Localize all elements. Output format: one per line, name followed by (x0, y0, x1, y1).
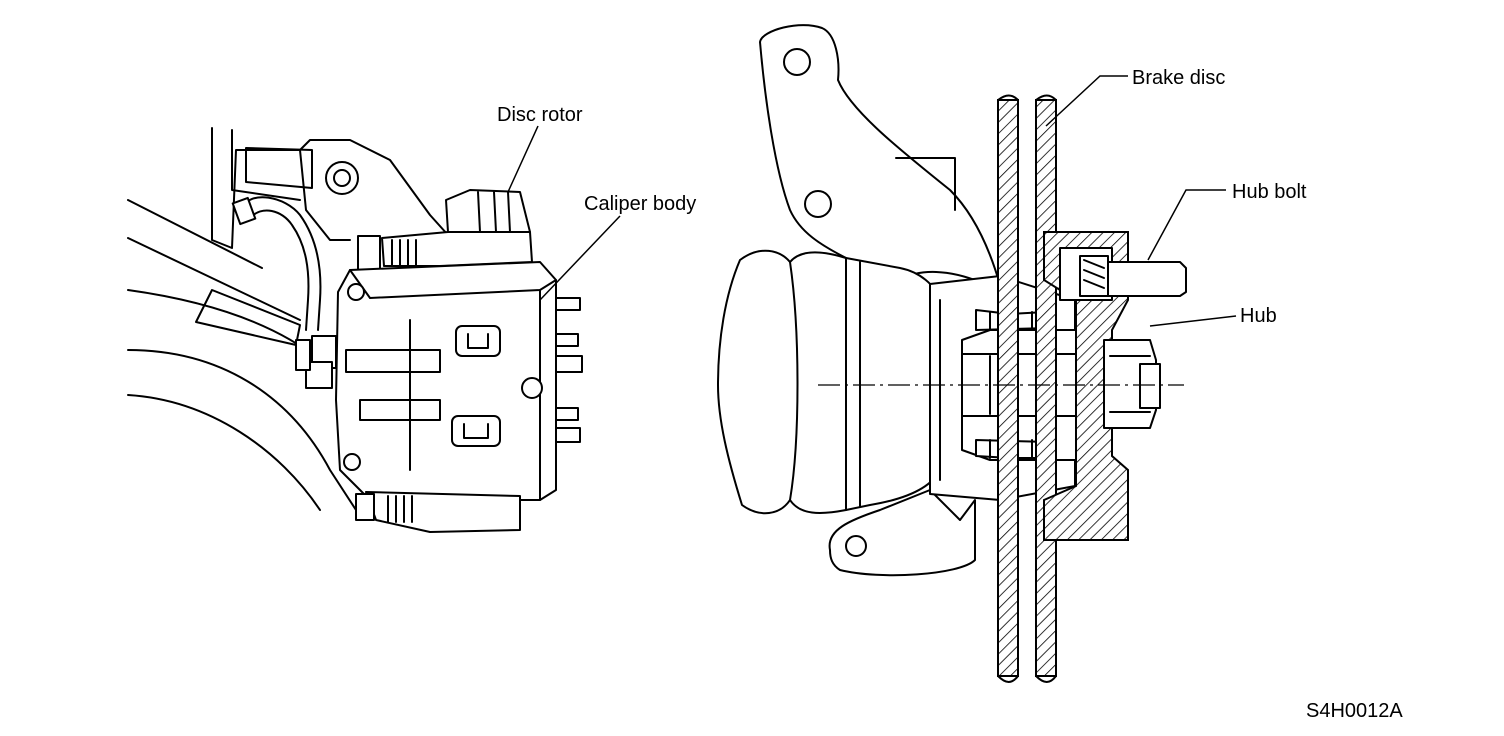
caliper-assembly-drawing (127, 127, 583, 533)
label-hub-bolt: Hub bolt (1232, 181, 1307, 203)
label-hub: Hub (1240, 305, 1277, 327)
label-disc-rotor: Disc rotor (497, 104, 583, 126)
label-brake-disc: Brake disc (1132, 67, 1225, 89)
leader-lines (507, 75, 1237, 327)
figure-code: S4H0012A (1306, 700, 1403, 722)
hub-section-drawing (717, 24, 1187, 683)
caliper-stud-group (555, 297, 583, 443)
label-caliper-body: Caliper body (584, 193, 696, 215)
